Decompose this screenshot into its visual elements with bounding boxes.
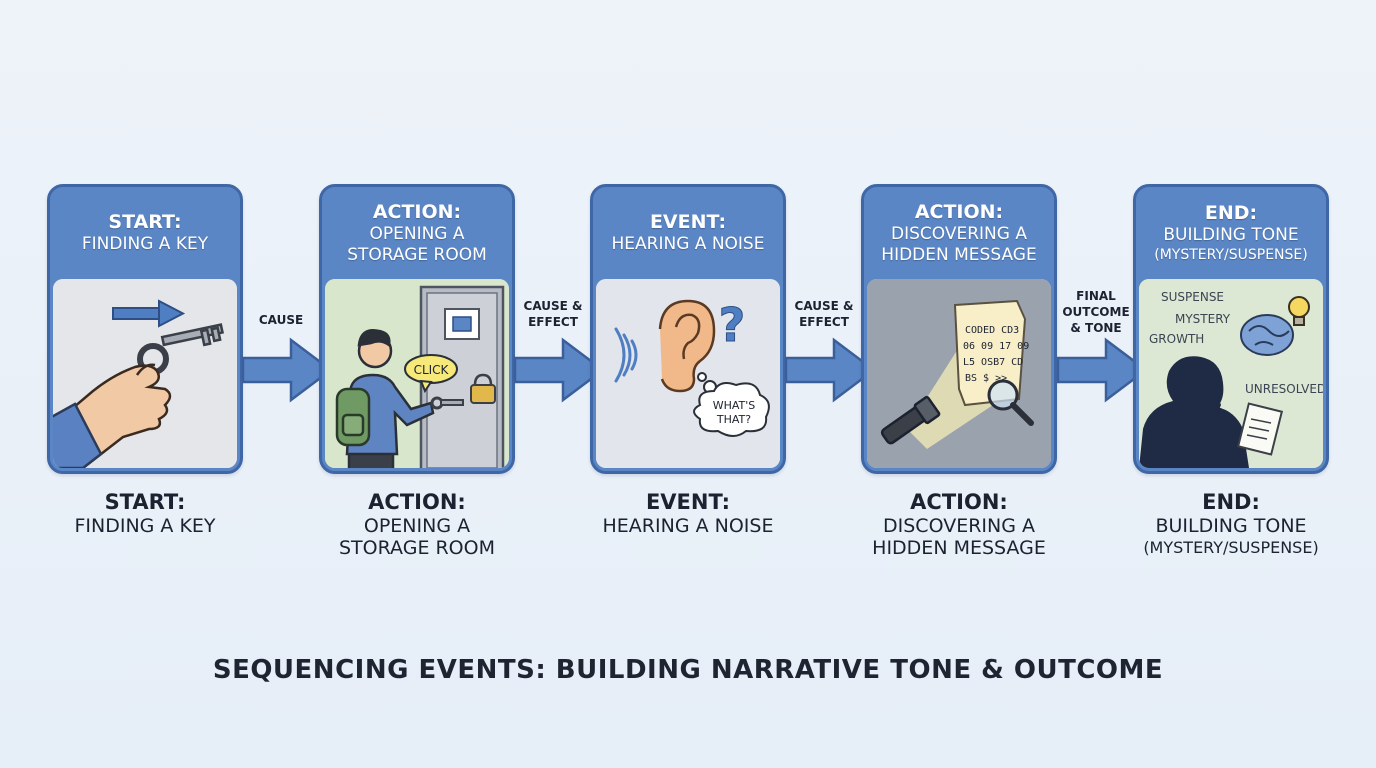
silhouette-icon [1139, 356, 1249, 468]
flashlight-note-illustration: CODED CD3 06 09 17 09 L5 OSB7 CD BS $ >>… [867, 279, 1051, 468]
note-icon [953, 299, 1027, 407]
sleeve-icon [53, 402, 103, 468]
note-line-3: L5 OSB7 CD [963, 357, 1023, 368]
stage-header-line3: STORAGE ROOM [347, 244, 487, 265]
svg-text:?: ? [719, 298, 746, 352]
tone-word-3: GROWTH [1149, 332, 1204, 346]
stage-header-line1: ACTION: [372, 200, 462, 223]
right-arrow-icon [112, 299, 186, 328]
connector-arrow-icon [784, 337, 876, 403]
caption-line1: ACTION: [368, 490, 466, 514]
stage-header-line3: (MYSTERY/SUSPENSE) [1154, 247, 1308, 263]
caption-line1: START: [104, 490, 186, 514]
connector-label-4: FINAL OUTCOME & TONE [1056, 288, 1136, 336]
note-line-2: 06 09 17 09 [963, 341, 1029, 352]
stage-caption-start: START: FINDING A KEY [25, 490, 265, 537]
stage-card-end: END: BUILDING TONE (MYSTERY/SUSPENSE) SU… [1133, 184, 1329, 474]
stage-card-start: START: FINDING A KEY [47, 184, 243, 474]
padlock-icon [470, 373, 496, 404]
question-mark-icon: ? [718, 298, 746, 353]
coded-text: CODED CD3 06 09 17 09 L5 OSB7 CD BS $ >>… [963, 325, 1029, 384]
stage-header-line2: BUILDING TONE [1163, 225, 1299, 245]
stage-header-line2: OPENING A [369, 223, 465, 244]
stage-header: END: BUILDING TONE (MYSTERY/SUSPENSE) [1136, 187, 1326, 279]
brain-icon [1240, 314, 1294, 356]
ear-question-illustration: ? WHAT'S THAT? [596, 279, 780, 468]
stage-header: ACTION: DISCOVERING A HIDDEN MESSAGE [864, 187, 1054, 279]
thought-bubble-icon [693, 372, 770, 437]
caption-line1: EVENT: [645, 490, 731, 514]
caption-line1: END: [1202, 490, 1260, 514]
bubble-text: CLICK [414, 363, 450, 377]
diagram-title: SEQUENCING EVENTS: BUILDING NARRATIVE TO… [212, 655, 1164, 685]
stage-header-line3: HIDDEN MESSAGE [881, 244, 1037, 265]
caption-line3: STORAGE ROOM [339, 537, 495, 559]
connector-arrow-icon [1056, 337, 1148, 403]
stage-caption-action-storage: ACTION: OPENING A STORAGE ROOM [297, 490, 537, 559]
lightbulb-icon [1288, 296, 1310, 326]
connector-label-line2: EFFECT [799, 315, 849, 329]
caption-line3: (MYSTERY/SUSPENSE) [1143, 538, 1319, 557]
stage-header-line2: DISCOVERING A [891, 223, 1027, 244]
key-icon [430, 396, 464, 410]
connector-label-2: CAUSE & EFFECT [513, 298, 593, 330]
stage-caption-end: END: BUILDING TONE (MYSTERY/SUSPENSE) [1111, 490, 1351, 559]
thinking-silhouette-illustration: SUSPENSE MYSTERY GROWTH UNRESOLVED [1139, 279, 1323, 468]
connector-label-line1: CAUSE & [523, 299, 583, 313]
tone-word-2: MYSTERY [1175, 312, 1231, 326]
ear-icon [658, 299, 716, 393]
stage-card-action-message: ACTION: DISCOVERING A HIDDEN MESSAGE COD… [861, 184, 1057, 474]
stage-caption-action-message: ACTION: DISCOVERING A HIDDEN MESSAGE [839, 490, 1079, 559]
caption-line2: HEARING A NOISE [602, 515, 774, 537]
stage-header-line1: START: [108, 211, 182, 233]
stage-header-line2: FINDING A KEY [81, 234, 209, 254]
caption-line2: DISCOVERING A [883, 515, 1035, 537]
connector-label-line3: & TONE [1070, 321, 1122, 335]
sound-waves-icon [614, 327, 638, 383]
flashlight-icon [880, 395, 941, 445]
caption-line2: BUILDING TONE [1155, 515, 1307, 537]
stage-card-action-storage: ACTION: OPENING A STORAGE ROOM [319, 184, 515, 474]
stage-card-event-noise: EVENT: HEARING A NOISE ? WHAT'S [590, 184, 786, 474]
stage-header: ACTION: OPENING A STORAGE ROOM [322, 187, 512, 279]
person-unlocking-door-illustration: CLICK [325, 279, 509, 468]
paper-icon [1236, 402, 1284, 456]
tone-words: SUSPENSE MYSTERY GROWTH UNRESOLVED [1149, 290, 1323, 396]
stage-header-line1: END: [1204, 202, 1258, 224]
note-line-1: CODED CD3 [965, 325, 1019, 336]
tone-word-1: SUSPENSE [1161, 290, 1224, 304]
stage-header: START: FINDING A KEY [50, 187, 240, 279]
connector-arrow-icon [241, 337, 333, 403]
stage-header: EVENT: HEARING A NOISE [593, 187, 783, 279]
stage-header-line1: ACTION: [914, 200, 1004, 223]
stage-header-line1: EVENT: [649, 211, 727, 233]
caption-line3: HIDDEN MESSAGE [872, 537, 1046, 559]
connector-label-1: CAUSE [241, 312, 321, 328]
magnifying-glass-icon [987, 379, 1034, 426]
caption-line1: ACTION: [910, 490, 1008, 514]
tone-word-4: UNRESOLVED [1245, 382, 1323, 396]
key-icon [137, 323, 225, 375]
connector-label-line1: CAUSE & [794, 299, 854, 313]
stage-caption-event-noise: EVENT: HEARING A NOISE [568, 490, 808, 537]
caption-line2: OPENING A [363, 515, 471, 537]
thought-text-line2: THAT? [716, 413, 751, 426]
connector-label-line2: EFFECT [528, 315, 578, 329]
speech-bubble-icon: CLICK [404, 354, 458, 394]
connector-label-3: CAUSE & EFFECT [784, 298, 864, 330]
connector-arrow-icon [513, 337, 605, 403]
caption-line2: FINDING A KEY [74, 515, 216, 537]
thought-text-line1: WHAT'S [713, 399, 756, 412]
stage-header-line2: HEARING A NOISE [611, 234, 765, 254]
connector-label-line1: CAUSE [258, 313, 304, 327]
connector-label-line2: OUTCOME [1062, 305, 1130, 319]
connector-label-line1: FINAL [1076, 289, 1116, 303]
hand-holding-key-illustration [53, 279, 237, 468]
backpack-icon [335, 387, 371, 447]
note-line-4: BS $ >>_ [965, 373, 1014, 384]
